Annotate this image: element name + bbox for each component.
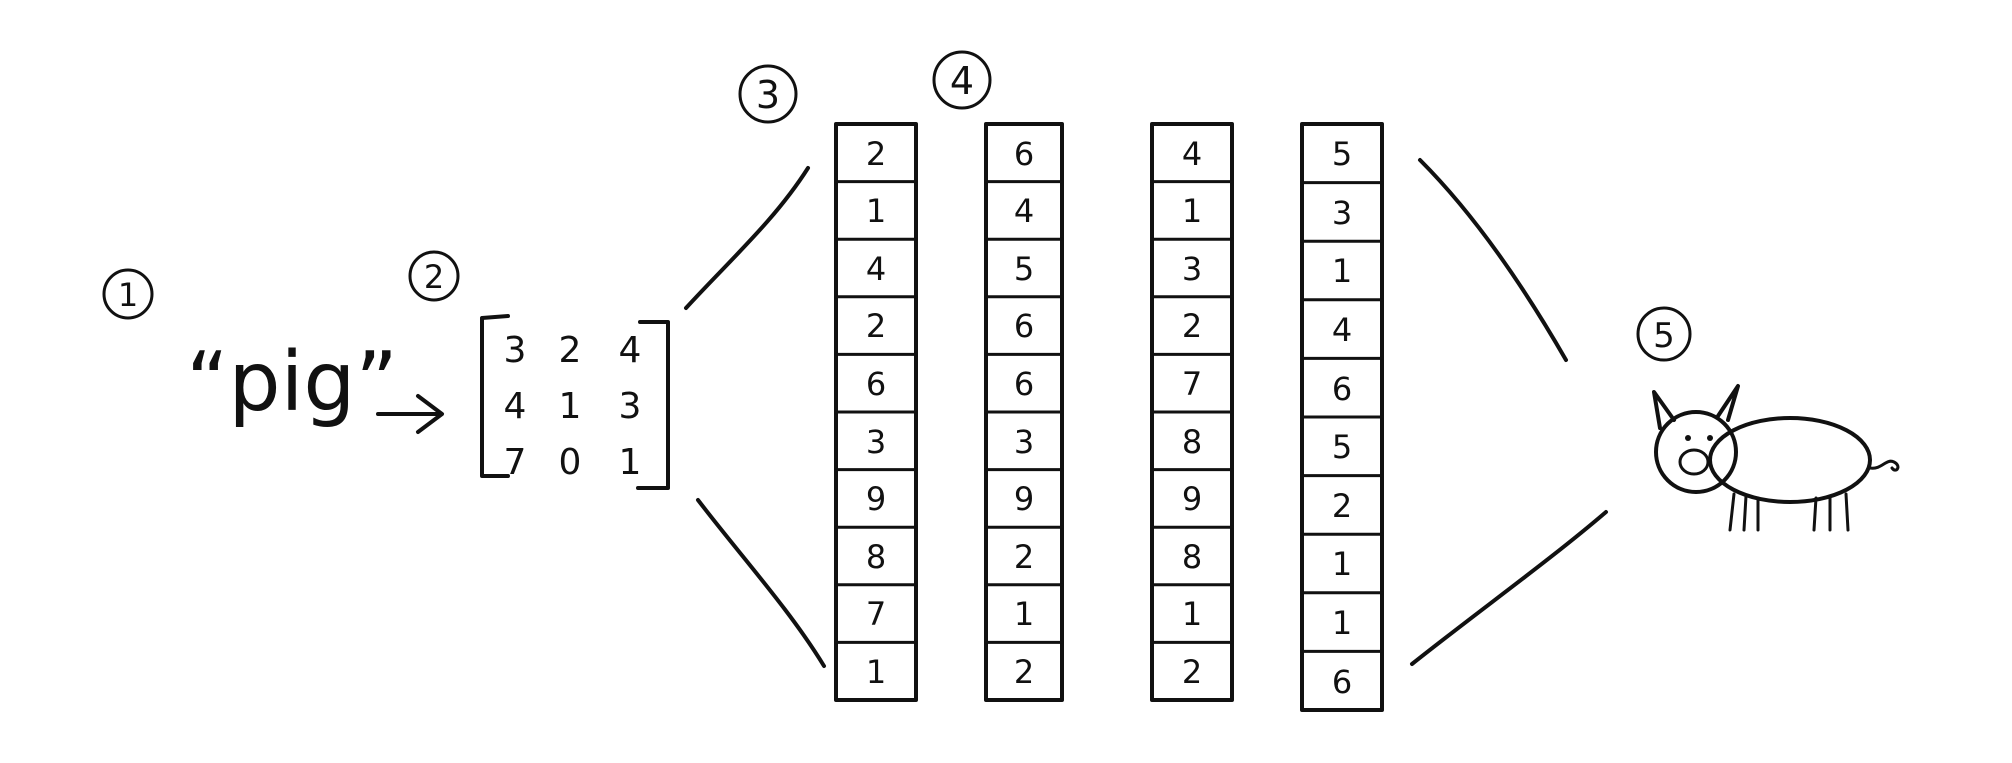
column-3-cell: 1 bbox=[1182, 192, 1202, 230]
column-4-cell: 6 bbox=[1332, 663, 1352, 701]
column-2-cell: 4 bbox=[1014, 192, 1034, 230]
column-3-cell: 8 bbox=[1182, 538, 1202, 576]
column-1-cell: 6 bbox=[866, 365, 886, 403]
column-4-cell: 6 bbox=[1332, 370, 1352, 408]
column-1-cell: 7 bbox=[866, 595, 886, 633]
column-3-cell: 9 bbox=[1182, 480, 1202, 518]
column-1-cell: 1 bbox=[866, 192, 886, 230]
column-4-cell: 3 bbox=[1332, 194, 1352, 232]
matrix-cell-2-1: 0 bbox=[559, 442, 582, 483]
column-3-cell: 8 bbox=[1182, 423, 1202, 461]
column-3-cell: 1 bbox=[1182, 595, 1202, 633]
matrix-cell-1-0: 4 bbox=[504, 386, 527, 427]
step-4-label: 4 bbox=[950, 59, 974, 103]
column-3-cell: 2 bbox=[1182, 653, 1202, 691]
funnel-lines bbox=[684, 158, 1608, 668]
pig-icon bbox=[1652, 384, 1900, 532]
column-4-cell: 1 bbox=[1332, 604, 1352, 642]
column-3-cell: 7 bbox=[1182, 365, 1202, 403]
embedding-column-4: 5 3 1 4 6 5 2 1 1 6 bbox=[1300, 122, 1384, 712]
step-3-label: 3 bbox=[756, 73, 780, 117]
column-2-cell: 6 bbox=[1014, 307, 1034, 345]
column-4-cell: 1 bbox=[1332, 252, 1352, 290]
column-4-cell: 1 bbox=[1332, 545, 1352, 583]
column-3-cell: 2 bbox=[1182, 307, 1202, 345]
embedding-column-2: 6 4 5 6 6 3 9 2 1 2 bbox=[984, 122, 1064, 702]
matrix-cell-1-1: 1 bbox=[559, 386, 582, 427]
input-word: “pig” bbox=[186, 335, 398, 430]
step-5-marker: 5 bbox=[1636, 306, 1692, 362]
matrix: 3 2 4 4 1 3 7 0 1 bbox=[504, 330, 642, 483]
matrix-cell-2-2: 1 bbox=[619, 442, 642, 483]
column-4-cell: 5 bbox=[1332, 135, 1352, 173]
step-2-marker: 2 bbox=[408, 250, 460, 302]
column-2-cell: 6 bbox=[1014, 365, 1034, 403]
matrix-cell-2-0: 7 bbox=[504, 442, 527, 483]
column-2-cell: 2 bbox=[1014, 538, 1034, 576]
step-2-label: 2 bbox=[424, 258, 444, 296]
column-3-cell: 3 bbox=[1182, 250, 1202, 288]
column-1-cell: 8 bbox=[866, 538, 886, 576]
embedding-column-3: 4 1 3 2 7 8 9 8 1 2 bbox=[1150, 122, 1234, 702]
column-1-cell: 4 bbox=[866, 250, 886, 288]
column-1-cell: 3 bbox=[866, 423, 886, 461]
step-1-label: 1 bbox=[118, 276, 138, 314]
matrix-cell-0-1: 2 bbox=[559, 330, 582, 371]
column-2-cell: 3 bbox=[1014, 423, 1034, 461]
matrix-cell-0-0: 3 bbox=[504, 330, 527, 371]
matrix-cell-1-2: 3 bbox=[619, 386, 642, 427]
embedding-column-1: 2 1 4 2 6 3 9 8 7 1 bbox=[834, 122, 918, 702]
column-1-cell: 9 bbox=[866, 480, 886, 518]
column-2-cell: 1 bbox=[1014, 595, 1034, 633]
column-2-cell: 5 bbox=[1014, 250, 1034, 288]
column-4-cell: 5 bbox=[1332, 428, 1352, 466]
column-1-cell: 1 bbox=[866, 653, 886, 691]
column-2-cell: 9 bbox=[1014, 480, 1034, 518]
column-2-cell: 6 bbox=[1014, 135, 1034, 173]
matrix-cell-0-2: 4 bbox=[619, 330, 642, 371]
step-4-marker: 4 bbox=[932, 50, 992, 110]
step-1-marker: 1 bbox=[102, 268, 154, 320]
arrow-icon bbox=[376, 394, 444, 434]
column-4-cell: 2 bbox=[1332, 487, 1352, 525]
column-4-cell: 4 bbox=[1332, 311, 1352, 349]
column-3-cell: 4 bbox=[1182, 135, 1202, 173]
column-1-cell: 2 bbox=[866, 307, 886, 345]
column-1-cell: 2 bbox=[866, 135, 886, 173]
step-3-marker: 3 bbox=[738, 64, 798, 124]
matrix-brackets bbox=[480, 314, 670, 490]
step-5-label: 5 bbox=[1653, 316, 1675, 356]
column-2-cell: 2 bbox=[1014, 653, 1034, 691]
